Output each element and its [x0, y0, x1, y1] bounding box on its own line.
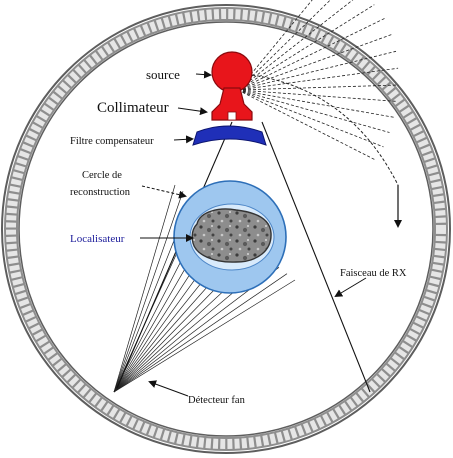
label-compensating-filter: Filtre compensateur — [70, 136, 154, 147]
beam-ray — [238, 90, 390, 133]
sample-object — [192, 209, 271, 262]
xray-source — [212, 52, 252, 120]
detector-leader — [150, 382, 188, 396]
compensating-filter — [193, 126, 266, 145]
fan-ray — [114, 274, 287, 392]
reconstruction-leader — [142, 186, 185, 196]
fan-ray — [114, 280, 295, 392]
fan-ray — [114, 191, 183, 392]
collimator-leader — [178, 108, 206, 112]
source-leader — [196, 74, 210, 75]
collimator-slit — [228, 112, 236, 120]
beam-ray — [238, 90, 394, 117]
beam-leader — [336, 278, 366, 296]
filter-leader — [174, 139, 192, 140]
source-body — [212, 52, 252, 92]
rotation-arc — [252, 75, 398, 185]
label-reconstruction-line1: Cercle de — [82, 170, 122, 181]
label-xray-beam: Faisceau de RX — [340, 268, 407, 279]
label-source: source — [146, 67, 180, 82]
label-fan-detector: Détecteur fan — [188, 395, 246, 406]
beam-ray — [238, 85, 399, 90]
label-collimator: Collimateur — [97, 100, 169, 116]
label-reconstruction-line2: reconstruction — [70, 187, 131, 198]
label-locator: Localisateur — [70, 233, 125, 245]
